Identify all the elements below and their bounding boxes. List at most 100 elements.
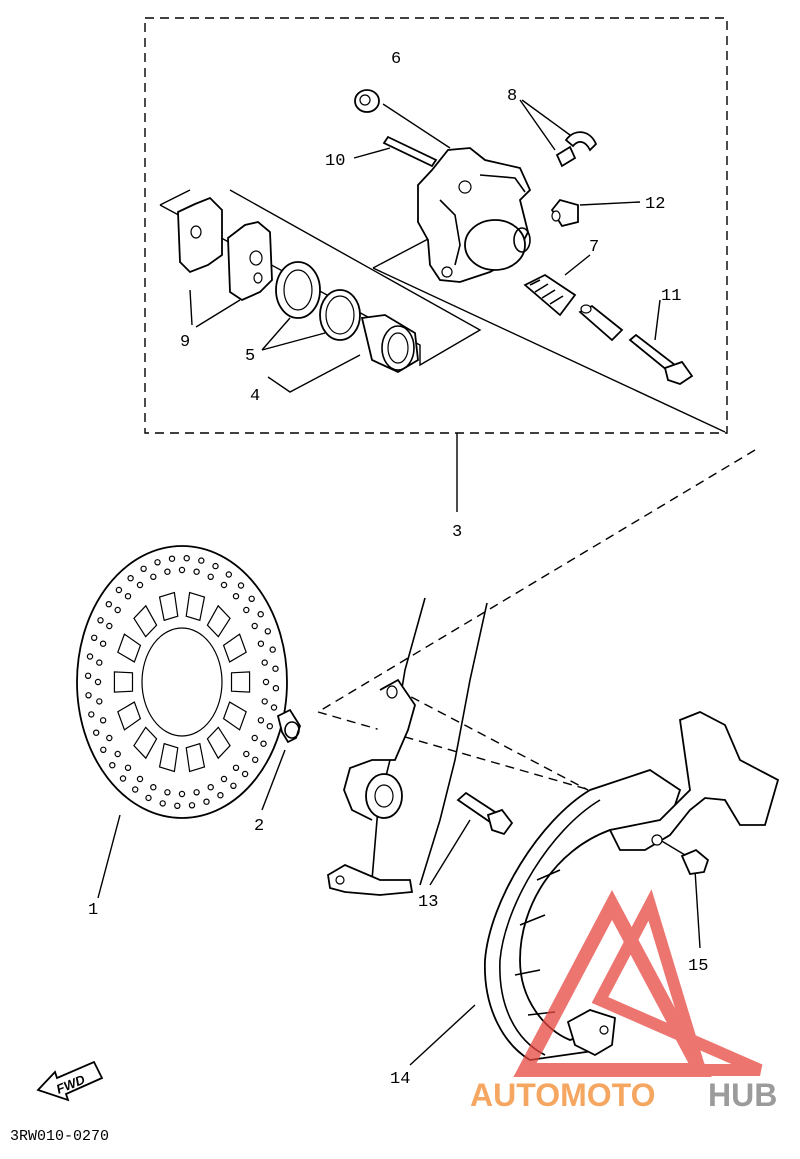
boot-7 [523,273,577,317]
label-part-1: 1 [88,901,98,920]
disc-hole [257,717,265,724]
disc-hole [257,611,264,618]
disc-slot [158,591,179,622]
label-part-12: 12 [645,195,665,214]
disc-slot [185,591,206,622]
disc-hole [105,601,113,608]
label-part-4: 4 [250,387,260,406]
label-part-6: 6 [391,50,401,69]
disc-hole [207,573,214,581]
disc-hole [136,775,144,783]
disc-hole [145,794,152,802]
disc-bolt-2 [276,708,301,744]
disc-hole [106,622,113,630]
label-part-7: 7 [589,238,599,257]
disc-hole [198,557,205,564]
disc-hole [193,568,200,575]
disc-hole [251,734,258,742]
disc-holes [84,555,280,810]
disc-hole [85,692,92,699]
disc-slots [113,591,251,773]
bolt-11 [628,333,694,385]
disc-hole [100,746,107,754]
disc-hole [109,762,116,769]
fwd-label: FWD [54,1072,88,1097]
disc-hole [114,750,121,758]
front-fork [327,597,488,896]
part-labels: 6 8 10 12 7 11 9 5 4 3 2 1 13 15 14 [88,50,708,1089]
disc-hole [99,640,107,647]
disc-hole [266,723,273,730]
boot-12 [550,198,579,228]
disc-hole [127,575,134,582]
brake-disc-1 [76,545,288,819]
disc-hole [217,792,224,799]
disc-hole [96,659,103,666]
disc-hole [159,800,166,807]
label-part-15: 15 [688,957,708,976]
disc-hole [270,704,278,711]
guard-bolt-15 [680,848,710,875]
disc-hole [261,659,268,666]
label-part-8: 8 [507,87,517,106]
piston-seals-5 [275,261,361,341]
disc-hole [243,606,250,614]
disc-hole [164,789,171,796]
disc-hole [232,764,240,772]
logo-triangle-outer [513,890,712,1077]
disc-hole [188,802,196,809]
disc-hole [119,775,127,782]
disc-hole [272,685,280,692]
disc-hole [154,559,161,566]
disc-slot [133,604,158,638]
disc-hole [212,562,219,570]
disc-guard-14 [484,711,780,1061]
disc-hole [251,756,259,764]
disc-hole [140,565,147,573]
forward-arrow-icon: FWD [36,1060,104,1102]
leader-lines [97,99,756,1066]
disc-hole [150,573,157,581]
disc-slot [117,701,142,731]
disc-hole [232,593,240,600]
disc-hole [124,593,132,600]
label-part-9: 9 [180,333,190,352]
automotohub-logo: AUTOMOTO HUB [470,889,777,1113]
disc-hole [88,711,95,718]
disc-hole [264,628,271,635]
disc-hole [178,790,186,798]
disc-hole [207,784,214,791]
diagram-code: 3RW010-0270 [10,1128,109,1145]
disc-hole [86,653,94,660]
label-part-3: 3 [452,523,462,542]
disc-hole [84,672,92,680]
disc-slot [133,726,158,760]
disc-hole [269,646,276,653]
pad-pin-10 [382,135,438,168]
brake-pads-9 [177,196,273,302]
bushing-6 [354,89,380,113]
disc-slot [222,633,247,663]
disc-slot [206,604,231,638]
disc-slot [206,726,231,760]
label-part-14: 14 [390,1070,410,1089]
disc-slot [230,671,251,693]
label-part-2: 2 [254,817,264,836]
disc-hole [97,617,104,624]
caliper-assembly-boundary [144,17,728,434]
label-part-5: 5 [245,347,255,366]
disc-hole [124,764,132,772]
logo-triangle-right [591,889,763,1076]
disc-slot [117,633,142,663]
disc-slot [113,671,134,693]
disc-hole [248,595,255,603]
disc-hole [257,640,265,647]
piston-4 [360,314,419,374]
disc-hole [115,586,123,594]
disc-hole [136,581,144,589]
disc-hole [225,571,232,578]
bleed-screw-8 [555,131,598,168]
disc-hole [220,775,228,783]
caliper-body [417,147,532,283]
